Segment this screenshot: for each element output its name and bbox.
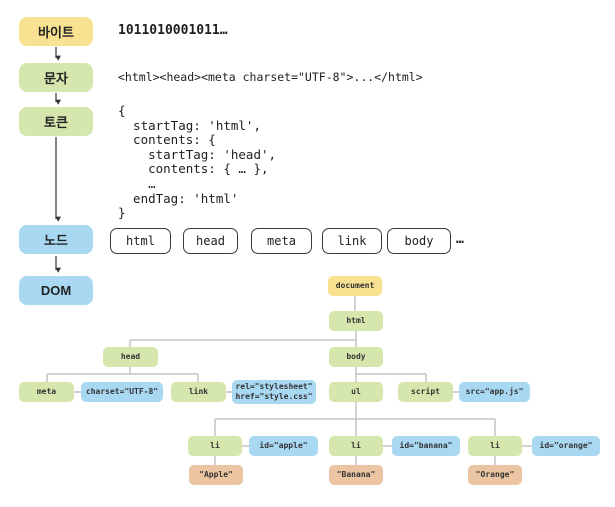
tree-node-html: html — [329, 311, 383, 331]
tree-text-banana: "Banana" — [329, 465, 383, 485]
tree-attr-src: src="app.js" — [459, 382, 530, 402]
tree-node-document: document — [328, 276, 382, 296]
node-chip-meta: meta — [251, 228, 312, 254]
tree-node-script: script — [398, 382, 453, 402]
node-chip-link: link — [322, 228, 382, 254]
tree-attr-id-apple: id="apple" — [249, 436, 318, 456]
tree-node-ul: ul — [329, 382, 383, 402]
tree-attr-charset: charset="UTF-8" — [81, 382, 163, 402]
tree-node-link: link — [171, 382, 226, 402]
tree-node-body: body — [329, 347, 383, 367]
stage-nodes: 노드 — [19, 225, 93, 254]
stage-bytes: 바이트 — [19, 17, 93, 46]
tree-node-li-banana: li — [329, 436, 383, 456]
characters-example: <html><head><meta charset="UTF-8">...</h… — [118, 70, 423, 84]
stage-dom: DOM — [19, 276, 93, 305]
tree-text-orange: "Orange" — [468, 465, 522, 485]
stage-tokens: 토큰 — [19, 107, 93, 136]
tree-node-li-orange: li — [468, 436, 522, 456]
tree-node-li-apple: li — [188, 436, 242, 456]
node-chip-head: head — [183, 228, 238, 254]
node-chip-body: body — [387, 228, 451, 254]
tokens-example: { startTag: 'html', contents: { startTag… — [118, 103, 277, 221]
tree-node-meta: meta — [19, 382, 74, 402]
tree-attr-rel-href: rel="stylesheet" href="style.css" — [232, 380, 316, 404]
tree-attr-id-orange: id="orange" — [532, 436, 600, 456]
bytes-example: 1011010001011… — [118, 23, 228, 38]
tree-attr-id-banana: id="banana" — [392, 436, 460, 456]
tree-node-head: head — [103, 347, 158, 367]
stage-characters: 문자 — [19, 63, 93, 92]
node-chips-ellipsis: … — [456, 232, 464, 247]
node-chip-html: html — [110, 228, 171, 254]
tree-text-apple: "Apple" — [189, 465, 243, 485]
